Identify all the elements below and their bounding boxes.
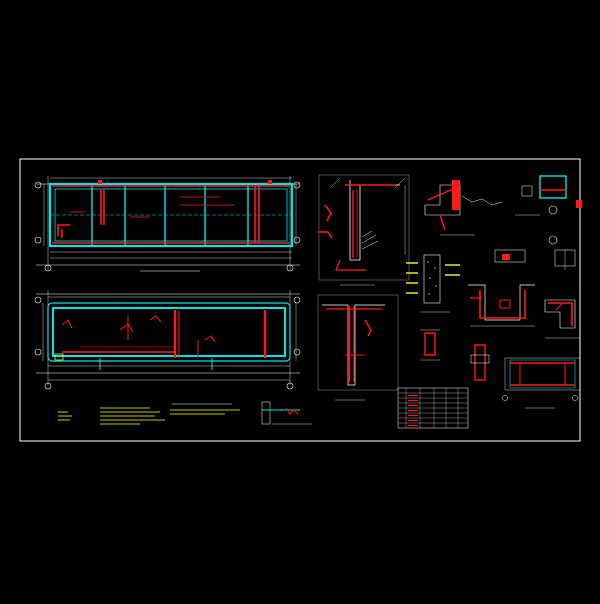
tank-wall [47,302,291,362]
sheet-border [19,158,581,442]
rebar-schedule-table [397,387,469,429]
section-tall-upper [318,174,410,286]
plan-bottom [34,290,301,405]
section-tall-lower [317,294,399,401]
column-detail [406,254,460,313]
axis-bubble [34,348,42,356]
notes-block [58,407,240,425]
axis-bubble [44,264,52,272]
axis-bubble [293,348,301,356]
axis-bubble [44,382,52,390]
axis-bubble [286,264,294,272]
section-bottom-right [502,357,581,409]
axis-bubble [286,382,294,390]
axis-bubble [293,181,301,189]
small-detail [261,401,312,425]
axis-bubble [293,296,301,304]
axis-bubble [34,296,42,304]
detail-trough [468,284,535,327]
plan-top [34,176,301,272]
pier-detail [420,329,490,381]
detail-mid-right [494,249,576,270]
axis-bubble [293,236,301,244]
detail-corner [544,299,580,339]
axis-bubble [34,236,42,244]
detail-box [515,175,582,245]
detail-corbel [424,180,503,236]
axis-bubble [34,181,42,189]
